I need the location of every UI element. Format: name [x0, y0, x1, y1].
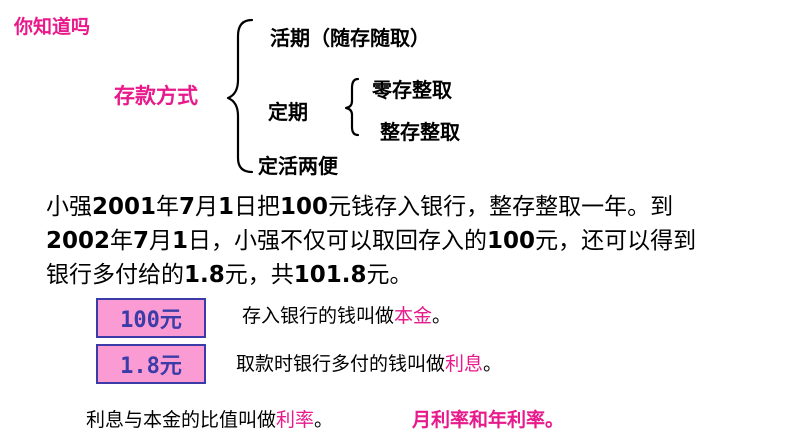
paragraph-segment: 100 [280, 194, 329, 220]
paragraph-segment: 银行多付给的 [46, 262, 184, 288]
principal-term: 本金 [394, 305, 433, 327]
fixed-zero-deposit: 零存整取 [372, 78, 452, 102]
rate-definition-end: 。 [314, 409, 334, 431]
paragraph-segment: 月 [149, 228, 173, 254]
paragraph-line-3: 银行多付给的1.8元，共101.8元。 [46, 258, 696, 292]
paragraph-segment: 7 [133, 228, 150, 254]
deposit-fixed: 定期 [268, 100, 308, 124]
rate-definition-text: 利息与本金的比值叫做 [86, 409, 277, 431]
paragraph-segment: 日把 [234, 194, 281, 220]
paragraph-segment: 元。 [366, 262, 413, 288]
interest-definition: 取款时银行多付的钱叫做利息。 [236, 349, 502, 376]
principal-definition-text: 存入银行的钱叫做 [242, 305, 395, 327]
paragraph-segment: 7 [179, 194, 196, 220]
paragraph-segment: 101.8 [293, 262, 367, 288]
paragraph-segment: 2001 [92, 194, 157, 220]
fixed-lump-deposit: 整存整取 [380, 120, 460, 144]
paragraph-segment: 日，小强不仅可以取回存入的 [188, 228, 488, 254]
interest-term: 利息 [445, 353, 484, 375]
rate-types: 月利率和年利率。 [412, 409, 565, 431]
deposit-flexible: 定活两便 [258, 154, 338, 178]
main-brace [226, 18, 254, 174]
paragraph-segment: 年 [110, 228, 134, 254]
interest-definition-text: 取款时银行多付的钱叫做 [236, 353, 446, 375]
principal-amount-box: 100元 [96, 298, 206, 338]
paragraph-segment: 1 [218, 194, 235, 220]
rate-term: 利率 [276, 409, 315, 431]
paragraph-segment: 2002 [46, 228, 111, 254]
paragraph-segment: 年 [156, 194, 180, 220]
interest-definition-end: 。 [483, 353, 503, 375]
paragraph-segment: 元钱存入银行，整存整取一年。到 [328, 194, 674, 220]
paragraph-segment: 100 [487, 228, 536, 254]
deposit-current: 活期（随存随取） [270, 26, 430, 50]
fixed-sub-brace [344, 77, 360, 137]
paragraph-line-1: 小强2001年7月1日把100元钱存入银行，整存整取一年。到 [46, 190, 696, 224]
paragraph-segment: 元，还可以得到 [535, 228, 697, 254]
interest-amount-box: 1.8元 [96, 344, 206, 384]
rate-definition: 利息与本金的比值叫做利率。 [86, 405, 333, 432]
principal-definition-end: 。 [432, 305, 452, 327]
paragraph-segment: 月 [195, 194, 219, 220]
deposit-methods-label: 存款方式 [114, 84, 198, 108]
paragraph-segment: 1.8 [184, 262, 225, 288]
paragraph-segment: 元，共 [224, 262, 294, 288]
story-paragraph: 小强2001年7月1日把100元钱存入银行，整存整取一年。到 2002年7月1日… [46, 190, 696, 292]
principal-definition: 存入银行的钱叫做本金。 [242, 301, 451, 328]
paragraph-segment: 小强 [46, 194, 92, 220]
paragraph-segment: 1 [172, 228, 189, 254]
paragraph-line-2: 2002年7月1日，小强不仅可以取回存入的100元，还可以得到 [46, 224, 696, 258]
page-title: 你知道吗 [14, 16, 91, 38]
